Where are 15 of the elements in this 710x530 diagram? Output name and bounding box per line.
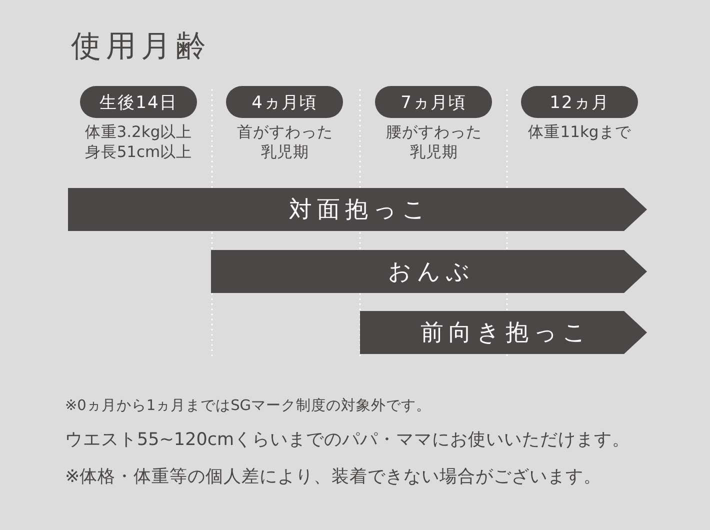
condition-text: 腰がすわった乳児期 — [385, 122, 483, 162]
age-pill: 12ヵ月 — [521, 86, 638, 118]
arrow-band: 前向き抱っこ — [360, 311, 647, 354]
condition-text: 体重3.2kg以上身長51cm以上 — [84, 122, 193, 162]
title: 使用月齢 — [71, 29, 211, 65]
footnote: ※0ヵ月から1ヵ月まではSGマーク制度の対象外です。 — [65, 397, 432, 416]
note-text: ウエスト55~120cmくらいまでのパパ・ママにお使いいただけます。 — [65, 429, 630, 452]
condition-text: 体重11kgまで — [527, 122, 632, 142]
arrow-band: おんぶ — [211, 250, 647, 293]
note-text: ※体格・体重等の個人差により、装着できない場合がございます。 — [65, 466, 602, 489]
age-pill: 4ヵ月頃 — [226, 86, 343, 118]
arrow-band: 対面抱っこ — [68, 188, 647, 231]
age-pill: 生後14日 — [80, 86, 197, 118]
age-pill: 7ヵ月頃 — [375, 86, 492, 118]
condition-text: 首がすわった乳児期 — [236, 122, 334, 162]
